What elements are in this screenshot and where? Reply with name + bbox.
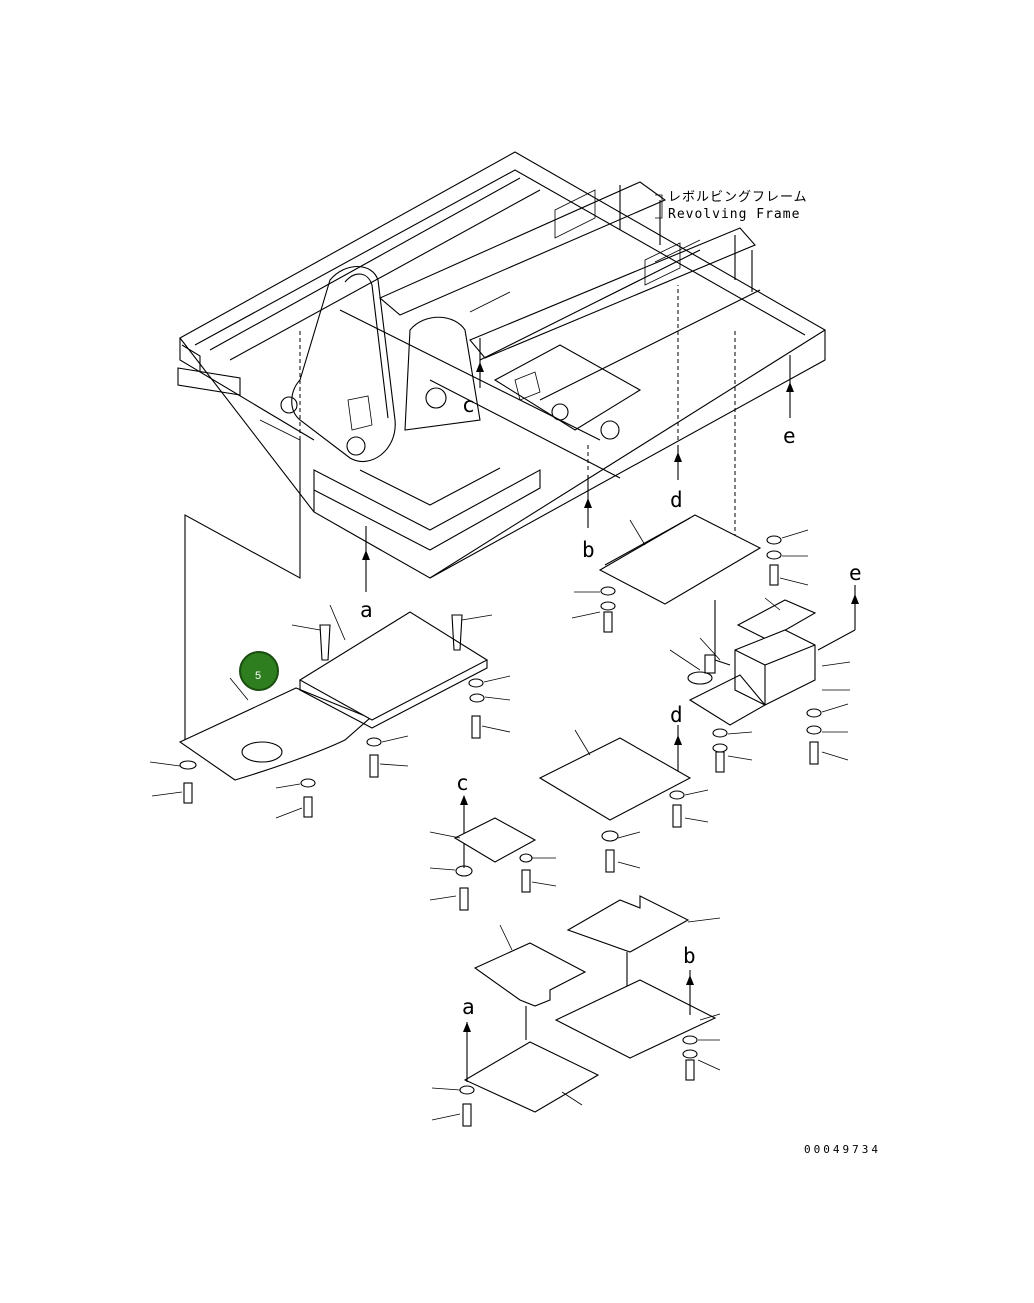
right-plate-b-assembly [571,514,809,633]
arrow-label-d-plate: d [670,703,683,727]
frame-arrows [299,285,794,592]
arrow-label-b: b [582,538,595,562]
arrow-label-b-plate: b [683,944,696,968]
arrow-label-e: e [783,424,796,448]
document-id: 00049734 [804,1143,881,1156]
frame-label-en: Revolving Frame [668,207,800,222]
arrow-label-c: c [462,393,475,417]
arrow-label-c-plate: c [456,771,469,795]
left-cover-assembly [149,440,511,819]
revolving-frame [177,151,827,579]
box-e-assembly [669,585,859,773]
callout-5-circle [239,651,279,691]
arrow-label-e-box: e [849,561,862,585]
callout-5-number: 5 [255,670,261,682]
arrow-label-a: a [360,598,373,622]
plate-d-assembly [538,725,709,873]
arrow-label-d: d [670,488,683,512]
bottom-plates-assembly [431,895,721,1127]
frame-label-bracket [655,194,663,219]
frame-label-jp: レボルビングフレーム [668,190,808,205]
arrow-label-a-plate: a [462,995,475,1019]
callout-5[interactable]: 5 [239,651,279,691]
plate-c-assembly [429,795,557,911]
